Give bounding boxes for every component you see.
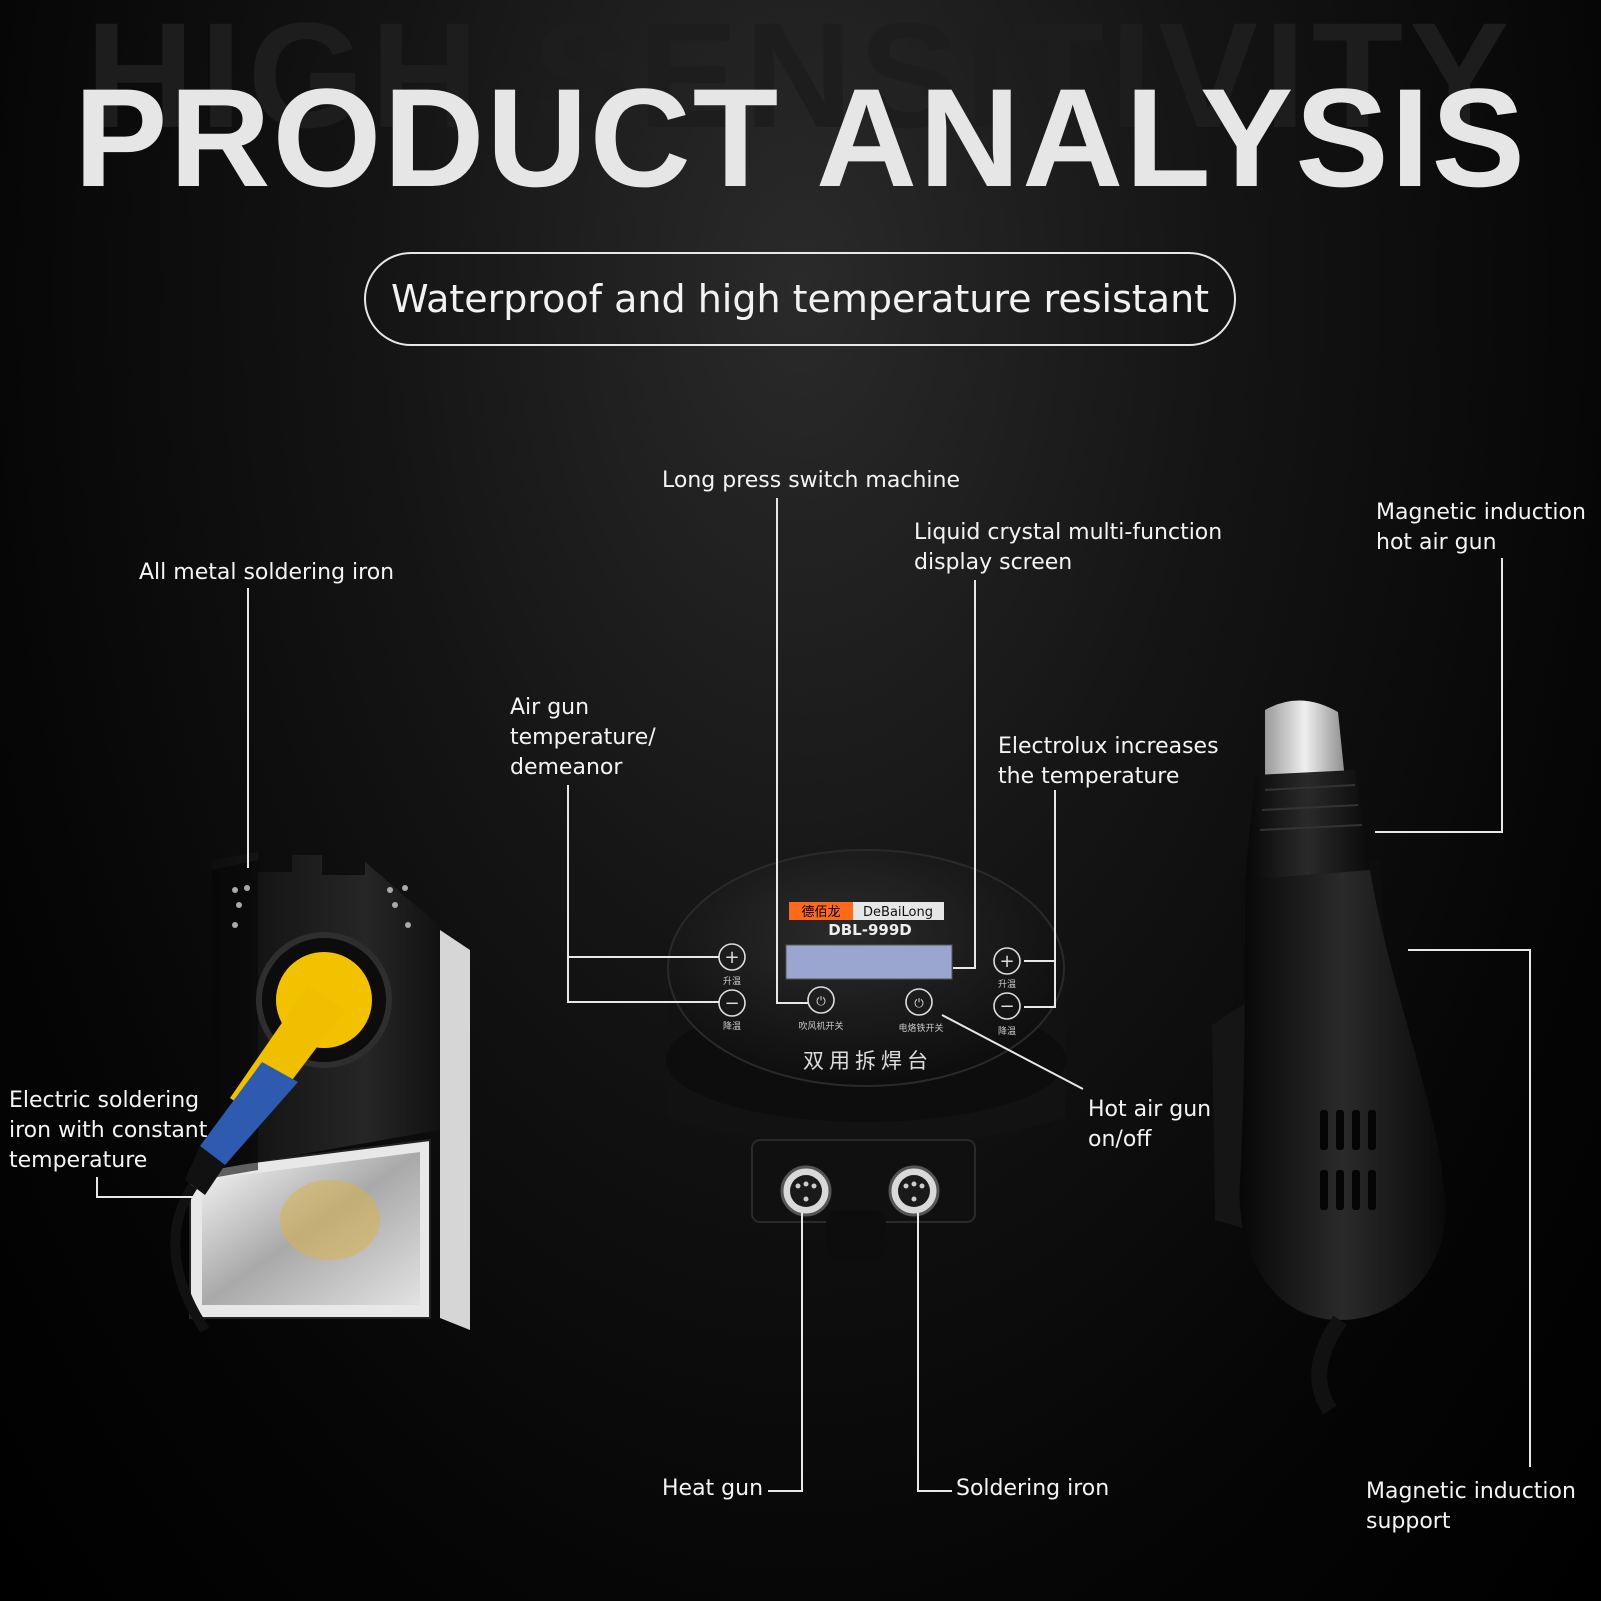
power-icon: ⏻ <box>914 996 924 1010</box>
label-heat-gun: Heat gun <box>662 1476 764 1501</box>
label-electrolux: Electrolux increases the temperature <box>998 732 1219 792</box>
label-long-press: Long press switch machine <box>662 468 960 493</box>
label-constant-temp-line2: iron with constant <box>9 1118 208 1143</box>
label-soldering-iron: Soldering iron <box>956 1476 1110 1501</box>
btn-iron-power-text: 电烙铁开关 <box>898 1022 943 1034</box>
label-mag-gun-line2: hot air gun <box>1376 530 1497 555</box>
label-electrolux-line1: Electrolux increases <box>998 734 1219 759</box>
label-air-temp-line2: temperature/ <box>510 725 656 750</box>
label-metal-iron: All metal soldering iron <box>139 560 395 585</box>
label-air-temp: Air gun temperature/ demeanor <box>510 693 656 783</box>
leader-lines <box>96 498 1531 1492</box>
label-constant-temp-line1: Electric soldering <box>9 1088 200 1113</box>
power-icon: ⏻ <box>816 994 826 1008</box>
label-air-temp-line1: Air gun <box>510 695 590 720</box>
label-hot-air-switch-line1: Hot air gun <box>1088 1097 1212 1122</box>
svg-text:+: + <box>724 947 739 968</box>
label-lcd: Liquid crystal multi-function display sc… <box>914 518 1222 578</box>
label-constant-temp-line3: temperature <box>9 1148 148 1173</box>
subtitle-pill: Waterproof and high temperature resistan… <box>364 252 1236 346</box>
btn-down-right-text: 降温 <box>998 1025 1016 1037</box>
label-hot-air-switch: Hot air gun on/off <box>1088 1095 1211 1155</box>
label-constant-temp: Electric soldering iron with constant te… <box>9 1086 207 1176</box>
hot-air-gun <box>1212 700 1446 1415</box>
device-name-cn: 双用拆焊台 <box>803 1049 933 1073</box>
label-hot-air-switch-line2: on/off <box>1088 1127 1152 1152</box>
label-mag-support: Magnetic induction support <box>1366 1477 1576 1537</box>
svg-text:−: − <box>999 996 1014 1017</box>
lcd-display <box>785 944 953 980</box>
label-mag-gun: Magnetic induction hot air gun <box>1376 498 1586 558</box>
btn-air-power-text: 吹风机开关 <box>798 1020 843 1032</box>
page-title: PRODUCT ANALYSIS <box>74 59 1527 216</box>
background-watermark: HIGH SENSITIVITY <box>85 0 1516 159</box>
model-text: DBL-999D <box>828 921 911 939</box>
btn-up-right-text: 升温 <box>998 979 1016 990</box>
subtitle-text: Waterproof and high temperature resistan… <box>390 277 1210 321</box>
soldering-stand <box>170 852 470 1333</box>
brand-cn-text: 德佰龙 <box>801 905 840 920</box>
label-lcd-line1: Liquid crystal multi-function <box>914 520 1223 545</box>
btn-down-left-text: 降温 <box>723 1020 741 1032</box>
label-mag-support-line2: support <box>1366 1509 1451 1534</box>
svg-text:−: − <box>724 993 739 1014</box>
label-mag-gun-line1: Magnetic induction <box>1376 500 1586 525</box>
svg-text:+: + <box>999 951 1014 972</box>
control-station: 德佰龙 DeBaiLong DBL-999D + 升温 − 降温 ⏻ 吹风机开关… <box>666 849 1066 1260</box>
brand-text: DeBaiLong <box>863 905 933 920</box>
btn-up-left-text: 升温 <box>723 976 741 987</box>
label-electrolux-line2: the temperature <box>998 764 1180 789</box>
label-mag-support-line1: Magnetic induction <box>1366 1479 1576 1504</box>
label-lcd-line2: display screen <box>914 550 1073 575</box>
label-air-temp-line3: demeanor <box>510 755 623 780</box>
